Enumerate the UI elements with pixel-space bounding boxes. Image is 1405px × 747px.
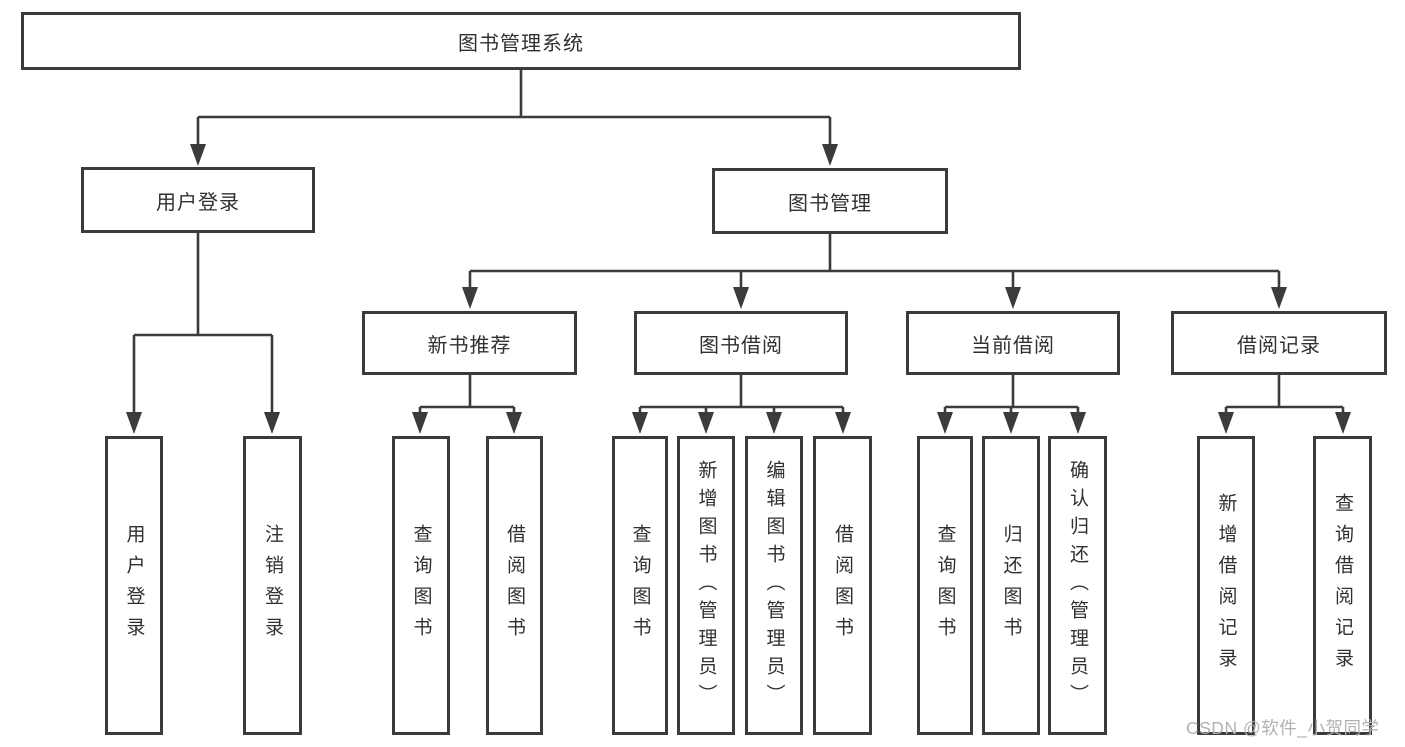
- leaf-borrowing-add-book-admin-label: 新增图书（管理员）: [695, 459, 717, 712]
- leaf-current-confirm-return-admin-label: 确认归还（管理员）: [1067, 459, 1088, 712]
- csdn-watermark: CSDN @软件_小贺同学: [1186, 718, 1380, 738]
- leaf-recommend-query-book: 查询图书: [392, 436, 450, 735]
- node-book-management: 图书管理: [712, 168, 948, 234]
- node-borrow-records: 借阅记录: [1171, 311, 1387, 375]
- leaf-user-login-label: 用户登录: [123, 523, 145, 648]
- leaf-borrowing-borrow-book: 借阅图书: [813, 436, 872, 735]
- node-library-system: 图书管理系统: [21, 12, 1021, 70]
- leaf-records-add-record-label: 新增借阅记录: [1215, 492, 1237, 679]
- leaf-records-add-record: 新增借阅记录: [1197, 436, 1255, 735]
- leaf-borrowing-borrow-book-label: 借阅图书: [832, 523, 853, 648]
- node-current-borrowing: 当前借阅: [906, 311, 1120, 375]
- node-new-book-recommend: 新书推荐: [362, 311, 577, 375]
- leaf-borrowing-add-book-admin: 新增图书（管理员）: [677, 436, 735, 735]
- leaf-records-query-record: 查询借阅记录: [1313, 436, 1372, 735]
- leaf-borrowing-edit-book-admin: 编辑图书（管理员）: [745, 436, 803, 735]
- leaf-borrowing-edit-book-admin-label: 编辑图书（管理员）: [763, 459, 785, 712]
- node-current-borrowing-label: 当前借阅: [971, 334, 1055, 357]
- leaf-borrowing-query-book: 查询图书: [612, 436, 668, 735]
- node-user-login-label: 用户登录: [156, 191, 240, 214]
- leaf-logout-login-label: 注销登录: [262, 523, 283, 648]
- leaf-recommend-borrow-book: 借阅图书: [486, 436, 543, 735]
- node-borrow-records-label: 借阅记录: [1237, 334, 1321, 357]
- node-library-system-label: 图书管理系统: [458, 32, 584, 55]
- node-book-borrowing: 图书借阅: [634, 311, 848, 375]
- leaf-logout-login: 注销登录: [243, 436, 302, 735]
- leaf-recommend-borrow-book-label: 借阅图书: [504, 523, 525, 648]
- leaf-current-query-book: 查询图书: [917, 436, 973, 735]
- node-user-login: 用户登录: [81, 167, 315, 233]
- leaf-current-confirm-return-admin: 确认归还（管理员）: [1048, 436, 1107, 735]
- leaf-current-return-book-label: 归还图书: [1000, 523, 1022, 648]
- leaf-records-query-record-label: 查询借阅记录: [1332, 492, 1353, 679]
- leaf-recommend-query-book-label: 查询图书: [410, 523, 432, 648]
- node-book-management-label: 图书管理: [788, 192, 872, 215]
- leaf-current-return-book: 归还图书: [982, 436, 1040, 735]
- node-book-borrowing-label: 图书借阅: [699, 334, 783, 357]
- leaf-borrowing-query-book-label: 查询图书: [629, 523, 651, 648]
- node-new-book-recommend-label: 新书推荐: [427, 334, 512, 357]
- leaf-user-login: 用户登录: [105, 436, 163, 735]
- leaf-current-query-book-label: 查询图书: [934, 523, 956, 648]
